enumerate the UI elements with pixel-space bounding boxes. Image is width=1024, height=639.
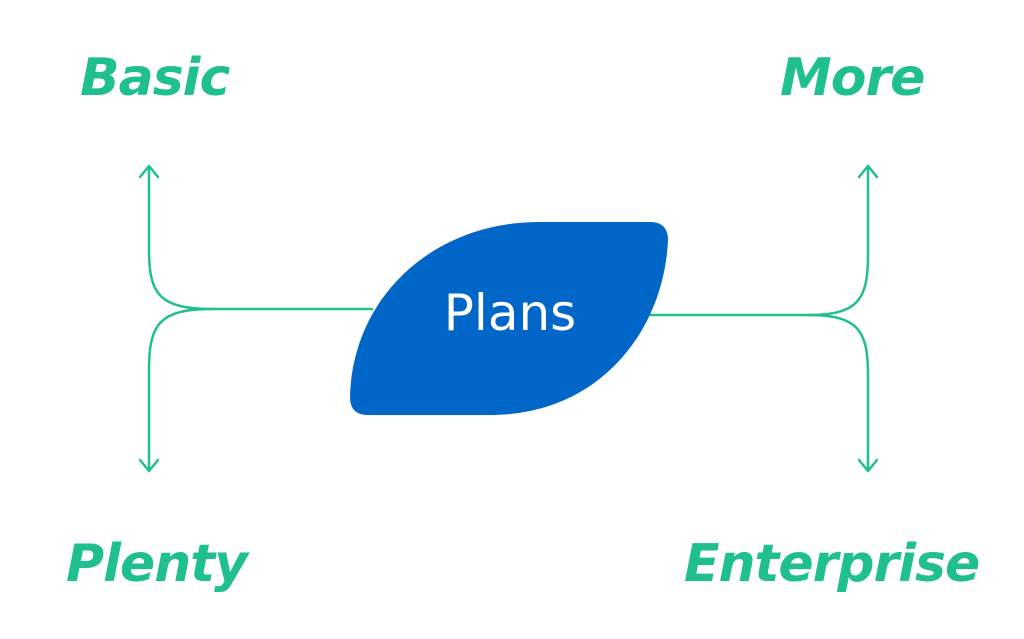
branch-label-basic: Basic [80, 48, 230, 108]
arrowhead-plenty [138, 458, 160, 473]
arrowhead-more [857, 164, 879, 179]
connector-to-basic [147, 166, 215, 311]
branch-label-more: More [780, 48, 925, 108]
connector-to-plenty [147, 307, 215, 472]
arrowhead-enterprise [857, 458, 879, 473]
branch-label-plenty: Plenty [66, 534, 248, 594]
branch-label-enterprise: Enterprise [684, 534, 980, 594]
arrowhead-basic [138, 164, 160, 179]
connector-to-more [806, 166, 870, 317]
center-node-shape [350, 222, 668, 415]
center-node-label: Plans [443, 284, 577, 342]
connector-to-enterprise [806, 313, 870, 472]
